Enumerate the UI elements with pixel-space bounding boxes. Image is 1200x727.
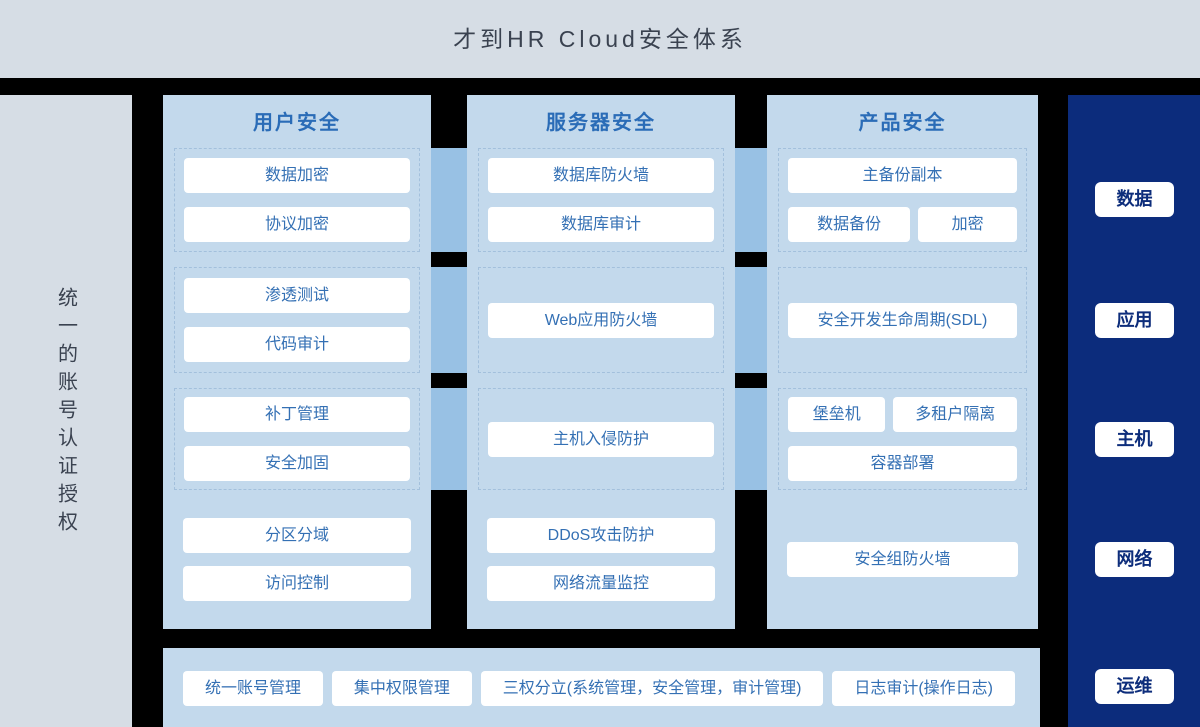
group-server-row-data: 数据库防火墙 数据库审计 bbox=[478, 148, 724, 252]
page-title: 才到HR Cloud安全体系 bbox=[453, 26, 747, 52]
item-data-backup: 数据备份 bbox=[788, 207, 911, 242]
group-product-row-network: 安全组防火墙 bbox=[787, 518, 1018, 601]
layer-tag-network: 网络 bbox=[1095, 542, 1174, 577]
item-host-intrusion-protection: 主机入侵防护 bbox=[488, 421, 714, 457]
group-server-row-application: Web应用防火墙 bbox=[478, 267, 724, 373]
bottom-ops-panel: 统一账号管理 集中权限管理 三权分立(系统管理，安全管理，审计管理) 日志审计(… bbox=[163, 648, 1040, 727]
item-log-audit: 日志审计(操作日志) bbox=[832, 671, 1015, 706]
layer-tag-application: 应用 bbox=[1095, 303, 1174, 338]
page-header: 才到HR Cloud安全体系 bbox=[0, 0, 1200, 78]
item-primary-backup-replica: 主备份副本 bbox=[788, 158, 1017, 193]
item-data-encryption: 数据加密 bbox=[184, 158, 410, 193]
unified-account-auth-label: 统一的账号认证授权 bbox=[54, 287, 77, 539]
group-user-row-host: 补丁管理 安全加固 bbox=[174, 388, 420, 490]
connector-band bbox=[735, 267, 767, 373]
connector-band bbox=[735, 148, 767, 252]
group-product-row-application: 安全开发生命周期(SDL) bbox=[778, 267, 1027, 373]
item-container-deployment: 容器部署 bbox=[788, 446, 1017, 481]
split-row-host: 堡垒机 多租户隔离 bbox=[788, 397, 1017, 432]
column-title-server-security: 服务器安全 bbox=[546, 112, 656, 134]
item-separation-of-three-powers: 三权分立(系统管理，安全管理，审计管理) bbox=[480, 671, 824, 706]
group-user-row-data: 数据加密 协议加密 bbox=[174, 148, 420, 252]
right-sidebar-layers: 数据 应用 主机 网络 运维 bbox=[1068, 95, 1200, 727]
group-product-row-host: 堡垒机 多租户隔离 容器部署 bbox=[778, 388, 1027, 490]
layer-tag-operations: 运维 bbox=[1095, 669, 1174, 704]
column-server-security: 服务器安全 数据库防火墙 数据库审计 Web应用防火墙 主机入侵防护 DDoS攻… bbox=[467, 95, 735, 629]
group-server-row-host: 主机入侵防护 bbox=[478, 388, 724, 490]
item-patch-management: 补丁管理 bbox=[184, 397, 410, 432]
group-server-row-network: DDoS攻击防护 网络流量监控 bbox=[487, 518, 715, 601]
item-ddos-attack-protection: DDoS攻击防护 bbox=[487, 518, 715, 553]
item-network-traffic-monitoring: 网络流量监控 bbox=[487, 566, 715, 601]
item-web-application-firewall: Web应用防火墙 bbox=[488, 302, 714, 338]
group-user-row-application: 渗透测试 代码审计 bbox=[174, 267, 420, 373]
layer-tag-host: 主机 bbox=[1095, 422, 1174, 457]
item-penetration-testing: 渗透测试 bbox=[184, 278, 410, 313]
column-title-user-security: 用户安全 bbox=[253, 112, 341, 134]
split-row-backup: 数据备份 加密 bbox=[788, 207, 1017, 242]
item-multi-tenant-isolation: 多租户隔离 bbox=[893, 397, 1017, 432]
group-user-row-network: 分区分域 访问控制 bbox=[183, 518, 411, 601]
item-security-group-firewall: 安全组防火墙 bbox=[787, 542, 1018, 577]
item-database-firewall: 数据库防火墙 bbox=[488, 158, 714, 193]
item-database-audit: 数据库审计 bbox=[488, 207, 714, 242]
item-security-hardening: 安全加固 bbox=[184, 446, 410, 481]
column-title-product-security: 产品安全 bbox=[858, 112, 947, 134]
connector-band bbox=[431, 148, 467, 252]
item-encryption: 加密 bbox=[918, 207, 1017, 242]
item-bastion-host: 堡垒机 bbox=[788, 397, 886, 432]
left-sidebar: 统一的账号认证授权 bbox=[0, 95, 132, 727]
layer-tag-data: 数据 bbox=[1095, 182, 1174, 217]
connector-band bbox=[431, 267, 467, 373]
item-access-control: 访问控制 bbox=[183, 566, 411, 601]
item-code-audit: 代码审计 bbox=[184, 327, 410, 362]
item-protocol-encryption: 协议加密 bbox=[184, 207, 410, 242]
column-user-security: 用户安全 数据加密 协议加密 渗透测试 代码审计 补丁管理 安全加固 分区分域 … bbox=[163, 95, 431, 629]
item-secure-development-lifecycle: 安全开发生命周期(SDL) bbox=[788, 302, 1017, 338]
connector-band bbox=[735, 388, 767, 490]
item-centralized-permission-management: 集中权限管理 bbox=[331, 671, 472, 706]
item-partition-zoning: 分区分域 bbox=[183, 518, 411, 553]
column-product-security: 产品安全 主备份副本 数据备份 加密 安全开发生命周期(SDL) 堡垒机 多租户… bbox=[767, 95, 1038, 629]
group-product-row-data: 主备份副本 数据备份 加密 bbox=[778, 148, 1027, 252]
connector-band bbox=[431, 388, 467, 490]
item-unified-account-management: 统一账号管理 bbox=[183, 671, 324, 706]
